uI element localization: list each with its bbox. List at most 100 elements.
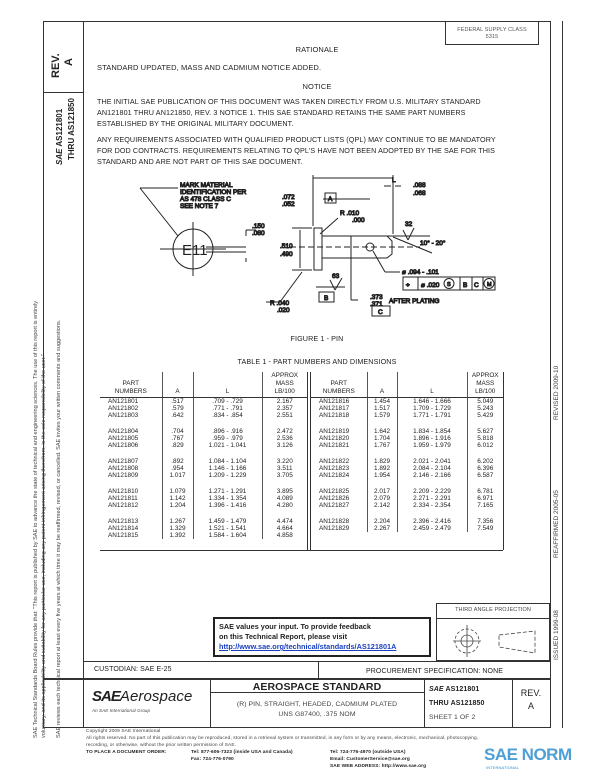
mark-note-2: IDENTIFICATION PER [180, 189, 247, 196]
shank-dia-max: .373 [370, 294, 383, 301]
frame-top [43, 21, 550, 22]
notice-title: NOTICE [302, 82, 332, 91]
mass: 6.971 [466, 495, 503, 502]
issued-date: ISSUED 1999-08 [553, 610, 560, 660]
part-number: AN121820 [319, 435, 350, 442]
mass: 4.089 [261, 495, 307, 502]
head-thk-min: .080 [252, 230, 265, 237]
dim-a: 2.142 [366, 502, 397, 509]
projection-divider [437, 618, 549, 619]
length-l: L [392, 177, 396, 184]
group-spacer [311, 509, 503, 518]
dim-l: .959 - .979 [192, 435, 262, 442]
dim-l: 2.459 - 2.479 [396, 525, 467, 532]
after-plating: AFTER PLATING [389, 298, 439, 305]
sae-logo: SAE [55, 148, 64, 165]
projection-label: THIRD ANGLE PROJECTION [455, 607, 531, 613]
dim-l: 2.396 - 2.416 [396, 518, 467, 525]
dim-a: .642 [161, 412, 193, 419]
tb-div-2 [424, 678, 425, 728]
tb-doc-thru: THRU AS121850 [429, 700, 485, 707]
notice-p2-l3: STANDARD AND ARE NOT PART OF THIS SAE DO… [97, 157, 303, 166]
dim-a: 1.392 [161, 532, 193, 539]
fax: Fax: 724-776-0790 [191, 757, 234, 762]
title-block-bottom [43, 727, 550, 728]
mass: 5.429 [466, 412, 503, 419]
reaffirmed-date: REAFFIRMED 2005-05 [553, 490, 560, 558]
mass: 2.472 [261, 428, 307, 435]
part-number: AN121810 [108, 488, 139, 495]
dim-a: 1.829 [366, 458, 397, 465]
aerospace-standard-heading: AEROSPACE STANDARD [252, 681, 382, 693]
dim-l: 1.459 - 1.479 [192, 518, 262, 525]
strip-rev-label: REV. [50, 53, 62, 78]
web-address[interactable]: SAE WEB ADDRESS: http://www.sae.org [330, 764, 427, 769]
mark-note-4: SEE NOTE 7 [180, 203, 219, 210]
strip-doc-number: SAE AS121801 [55, 109, 64, 165]
fcf-ref1: B [463, 282, 467, 289]
dim-a: 2.267 [366, 525, 397, 532]
part-number: AN121817 [319, 405, 350, 412]
rationale-text: STANDARD UPDATED, MASS AND CADMIUM NOTIC… [97, 63, 322, 72]
part-number: AN121821 [319, 442, 350, 449]
rev-box-line [43, 92, 83, 93]
dim-l: 1.084 - 1.104 [192, 458, 262, 465]
dim-l: 1.396 - 1.416 [192, 502, 262, 509]
sae-aerospace-logo: SAEAerospace [92, 688, 193, 705]
strip-number: AS121801 [55, 108, 64, 147]
col-l: L [192, 372, 262, 398]
group-spacer [311, 419, 503, 428]
sae-norm-watermark: SAE NORM [484, 745, 572, 764]
part-number: AN121816 [319, 398, 350, 405]
feedback-link[interactable]: http://www.sae.org/technical/standards/A… [219, 642, 397, 651]
rights-line-2: recording, or otherwise, without the pri… [86, 743, 237, 748]
mass: 7.549 [466, 525, 503, 532]
dim-a: .704 [161, 428, 193, 435]
dim-a: 1.954 [366, 472, 397, 479]
part-number: AN121825 [319, 488, 350, 495]
revised-date: REVISED 2009-10 [553, 365, 560, 420]
copyright: Copyright 2009 SAE International [86, 729, 161, 734]
mass: 5.818 [466, 435, 503, 442]
fcf-tol: ⌀ .020 [421, 282, 440, 289]
federal-supply-text: FEDERAL SUPPLY CLASS 5315 [457, 27, 527, 40]
mass: 5.627 [466, 428, 503, 435]
order-label: TO PLACE A DOCUMENT ORDER: [86, 750, 167, 755]
sheet-number: SHEET 1 OF 2 [429, 714, 476, 721]
under-r-max: R .040 [270, 300, 290, 307]
email[interactable]: Email: CustomerService@sae.org [330, 757, 410, 762]
end-len-max: .088 [413, 182, 426, 189]
strip-rev-value: A [63, 58, 75, 66]
mass: 4.858 [261, 532, 307, 539]
tb-rev-value: A [527, 701, 535, 711]
mass: 6.202 [466, 458, 503, 465]
watermark-sub: INTERNATIONAL [486, 765, 520, 770]
fcf-position: ⌖ [406, 282, 410, 289]
part-number: AN121803 [108, 412, 139, 419]
datum-c: C [378, 309, 383, 316]
dim-a: 2.204 [366, 518, 397, 525]
datum-b: B [324, 295, 328, 302]
federal-supply-box: FEDERAL SUPPLY CLASS 5315 [445, 21, 539, 45]
mass: 2.357 [261, 405, 307, 412]
description-line-2: UNS G87400, .375 NOM [278, 711, 356, 718]
dim-a: .579 [161, 405, 193, 412]
mass: 5.243 [466, 405, 503, 412]
